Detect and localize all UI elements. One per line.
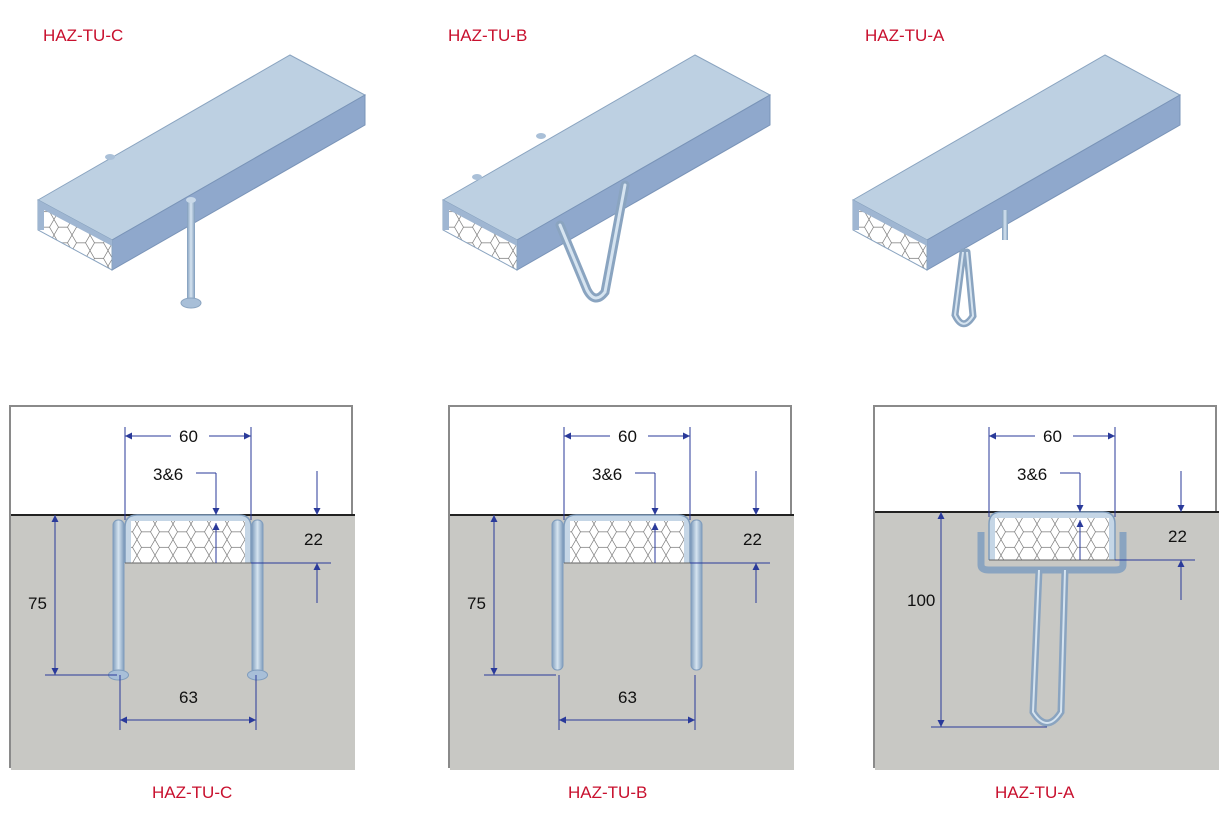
dim-thickness-label: 3&6 <box>1017 465 1047 484</box>
dim-depth-label: 22 <box>304 530 323 549</box>
left-leg <box>112 519 125 676</box>
beam-lip <box>853 200 927 246</box>
caption-haz-tu-a: HAZ-TU-A <box>995 783 1075 802</box>
pin-foot <box>180 297 202 309</box>
dim-leg-label: 100 <box>907 591 935 610</box>
dim-thickness-label: 3&6 <box>153 465 183 484</box>
render-3d-haz-tu-a <box>851 54 1182 328</box>
honeycomb-filler <box>131 521 245 563</box>
render-title-haz-tu-c: HAZ-TU-C <box>43 26 124 45</box>
left-leg <box>551 519 564 671</box>
pin-rod <box>187 200 195 303</box>
beam-lip <box>38 200 112 246</box>
beam-lip <box>443 200 517 246</box>
dim-spacing-label: 63 <box>179 688 198 707</box>
loop-anchor-highlight <box>1031 569 1066 724</box>
caption-haz-tu-c: HAZ-TU-C <box>152 783 233 802</box>
dim-width-label: 60 <box>179 427 198 446</box>
pin-head-back <box>536 133 546 139</box>
dim-thickness-label: 3&6 <box>592 465 622 484</box>
section-drawing-haz-tu-a: 100 60 3&6 22 <box>873 405 1219 770</box>
pin-head-back <box>105 154 115 160</box>
anchor-hook <box>1002 210 1008 240</box>
section-drawing-haz-tu-c: 75 63 60 3&6 22 <box>9 405 355 770</box>
right-leg <box>690 519 703 671</box>
honeycomb-filler <box>995 518 1109 560</box>
anchor-flange <box>977 532 1127 574</box>
dim-width-label: 60 <box>618 427 637 446</box>
render-3d-haz-tu-b <box>441 54 772 303</box>
render-title-haz-tu-a: HAZ-TU-A <box>865 26 945 45</box>
loop-anchor-highlight <box>953 251 975 325</box>
dim-width-label: 60 <box>1043 427 1062 446</box>
v-anchor-highlight <box>558 183 627 300</box>
render-3d-haz-tu-c <box>36 54 367 309</box>
section-drawing-haz-tu-b: 75 63 60 3&6 22 <box>448 405 794 770</box>
dim-leg-label: 75 <box>467 594 486 613</box>
dim-spacing-label: 63 <box>618 688 637 707</box>
dim-leg-label: 75 <box>28 594 47 613</box>
right-leg <box>251 519 264 676</box>
caption-haz-tu-b: HAZ-TU-B <box>568 783 648 802</box>
right-foot <box>247 669 268 681</box>
dim-depth-label: 22 <box>743 530 762 549</box>
dim-depth-label: 22 <box>1168 527 1187 546</box>
pin-head-back <box>472 174 482 180</box>
render-title-haz-tu-b: HAZ-TU-B <box>448 26 528 45</box>
pin-top <box>186 197 196 203</box>
honeycomb-filler <box>570 521 684 563</box>
